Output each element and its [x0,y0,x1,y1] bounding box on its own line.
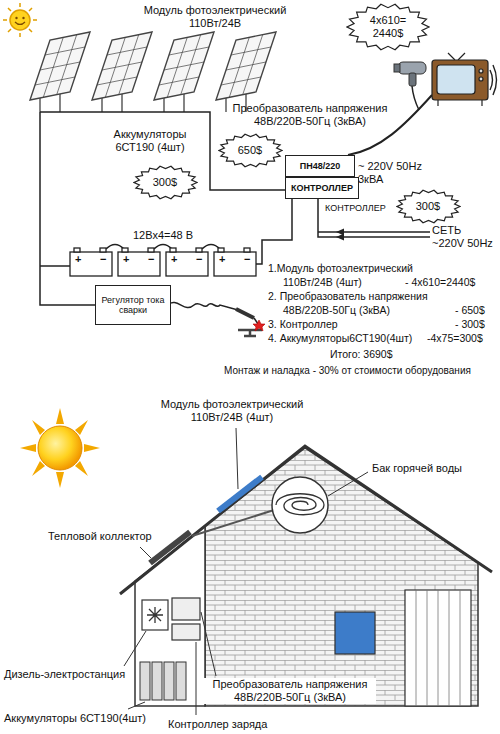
price-list-line: 3. Контроллер [268,318,338,331]
part-label: Модуль фотоэлектрический 110Вт/24В [125,4,305,30]
polarity-sign: − [196,253,202,266]
price-starburst: 4х610= 2440$ [346,3,430,51]
price-list-line: 48В/220В-50Гц (3кВА) [283,304,390,317]
price-list-line: Итого: 3690$ [330,348,393,361]
box-title: ПН48/220 [300,161,341,171]
polarity-sign: + [219,253,225,266]
price-list-line: 1.Модуль фотоэлектрический [268,262,413,275]
part-label: Тепловой коллектор [48,530,152,543]
price-list-line: - 300$ [455,318,485,331]
price-list-line: Монтаж и наладка - 30% от стоимости обор… [224,364,471,377]
starburst-outline [134,166,197,198]
tv-set [432,53,497,106]
starburst-outline [397,190,460,222]
price-starburst: 650$ [218,133,283,168]
part-label: Модуль фотоэлектрический 110Вт/24В (4шт) [142,398,322,424]
part-label: Дизель-электростанция [4,668,125,681]
price-text: 300$ [416,200,440,213]
starburst-outline [347,4,429,49]
price-starburst: 300$ [396,189,461,224]
polarity-sign: − [148,253,154,266]
box-title: Регулятор тока сварки [101,295,165,316]
polarity-sign: − [244,253,250,266]
polarity-sign: − [100,253,106,266]
welding-torch [167,302,265,336]
equipment-box: Регулятор тока сварки [95,285,171,325]
mains-arrows [336,229,344,241]
part-label: СЕТЬ ~220V 50Hz [432,224,494,250]
price-text: 300$ [153,176,177,189]
house [120,446,492,706]
price-list-line: 2. Преобразователь напряжения [268,290,428,303]
box-title: КОНТРОЛЛЕР [291,183,353,193]
leader-lines [124,428,368,715]
polarity-sign: + [123,253,129,266]
price-list-line: - 650$ [455,304,485,317]
polarity-sign: + [75,253,81,266]
battery-bank [70,248,256,276]
part-label: 12Вх4=48 В [106,229,220,242]
price-text: 4х610= 2440$ [366,14,410,39]
hair-dryer [394,62,426,86]
polarity-sign: + [171,253,177,266]
price-text: 650$ [238,144,262,157]
equipment-box: ПН48/220 [285,155,355,177]
equipment-box: КОНТРОЛЛЕР [285,177,359,199]
starburst-outline [219,134,282,166]
part-label: Преобразователь напряжения 48В/220В-50Гц… [204,678,376,704]
part-label: Бак горячей воды [372,462,462,475]
wiring [40,86,432,305]
sun [20,408,100,488]
price-starburst: 300$ [133,165,198,200]
price-list-line: -4х75=300$ [427,332,483,345]
part-label: ~ 220V 50Hz 3кВА [358,160,430,186]
part-label: Аккумуляторы 6СТ190(4шт) [4,712,146,725]
solar-panels [30,32,276,112]
sun-icon [3,3,37,37]
part-label: Аккумуляторы 6СТ190 (4шт) [100,128,200,154]
part-label: Контроллер заряда [168,718,267,731]
price-list-line: 4. Аккумуляторы6СТ190(4шт) [268,332,412,345]
price-list-line: - 4х610=2440$ [405,276,475,289]
part-label: КОНТРОЛЛЕР [325,202,386,215]
price-list-line: 110Вт/24В (4шт) [283,276,362,289]
part-label: Преобразователь напряжения 48В/220В-50Гц… [224,102,396,128]
